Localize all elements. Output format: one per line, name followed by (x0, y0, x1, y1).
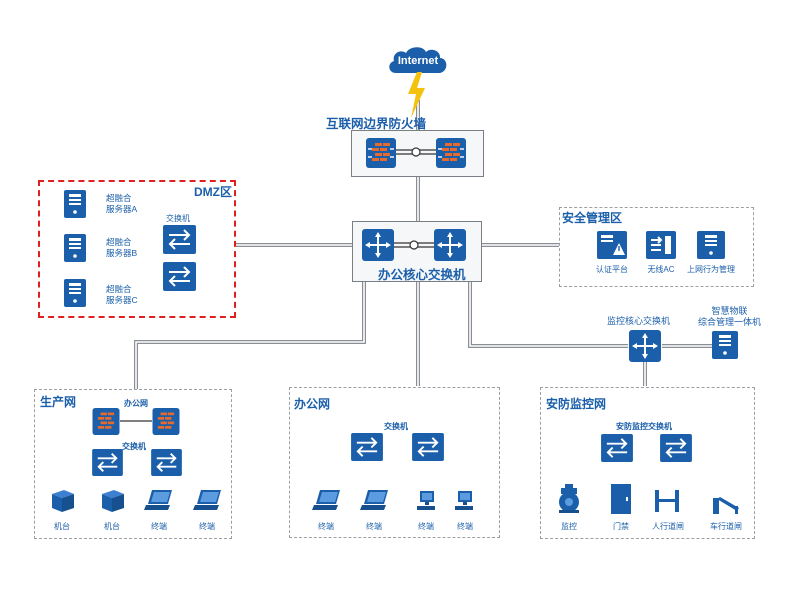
switch-icon (151, 449, 182, 476)
office-item-label: 终端 (418, 522, 434, 531)
security-item-label: 认证平台 (596, 265, 628, 274)
cloud-icon (389, 47, 447, 73)
security-monitoring-item-label: 门禁 (613, 522, 629, 531)
security-monitoring-title: 安防监控网 (546, 397, 607, 411)
firewall-icon (92, 408, 120, 435)
firewall-title: 互联网边界防火墙 (326, 117, 427, 131)
iot-label: 智慧物联 综合管理一体机 (698, 306, 762, 327)
production-item-label: 终端 (199, 522, 215, 531)
office-zone (289, 387, 500, 538)
firewall-icon (436, 138, 466, 168)
switch-icon (660, 434, 692, 462)
switch-icon (163, 225, 196, 254)
switch-icon (601, 434, 633, 462)
switch-icon (412, 433, 444, 461)
server-icon (64, 279, 86, 307)
monitor-core-label: 监控核心交换机 (607, 316, 671, 326)
switch-icon (351, 433, 383, 461)
laptop-icon (193, 490, 221, 510)
security-monitoring-item-label: 车行道闸 (710, 522, 742, 531)
production-fw-label: 办公网 (124, 399, 148, 408)
server-icon (64, 190, 86, 218)
security-title: 安全管理区 (562, 211, 623, 225)
ha-link-icon (396, 147, 436, 157)
laptop-icon (360, 490, 388, 510)
firewall-icon (152, 408, 180, 435)
security-monitoring-zone (540, 387, 755, 539)
wireless-ac-icon (646, 231, 676, 259)
server-icon (64, 234, 86, 262)
office-switch-label: 交换机 (384, 422, 408, 431)
server-label: 超融合 服务器A (106, 193, 138, 214)
desktop-icon (417, 491, 435, 510)
ha-link-icon (120, 420, 152, 422)
monitor-core-switch-icon (629, 330, 661, 362)
core-switch-icon (434, 229, 466, 261)
server-label: 超融合 服务器B (106, 237, 138, 258)
firewall-icon (366, 138, 396, 168)
production-item-label: 终端 (151, 522, 167, 531)
switch-icon (92, 449, 123, 476)
production-switch-label: 交换机 (122, 442, 146, 451)
switch-icon (163, 262, 196, 291)
machine-icon (102, 490, 124, 512)
server-icon (697, 231, 725, 259)
dmz-zone (38, 180, 236, 318)
lightning-icon (408, 72, 425, 118)
core-switch-icon (362, 229, 394, 261)
pedestrian-gate-icon (655, 490, 679, 512)
iot-server-icon (712, 331, 738, 359)
internet-label: Internet (397, 55, 439, 67)
dmz-title: DMZ区 (194, 185, 232, 199)
auth-server-icon (597, 231, 627, 259)
server-label: 超融合 服务器C (106, 284, 138, 305)
security-monitoring-item-label: 监控 (561, 522, 577, 531)
security-monitoring-item-label: 人行道闸 (652, 522, 684, 531)
security-item-label: 上网行为管理 (687, 265, 735, 274)
office-item-label: 终端 (318, 522, 334, 531)
office-item-label: 终端 (457, 522, 473, 531)
laptop-icon (144, 490, 172, 510)
machine-icon (52, 490, 74, 512)
production-item-label: 机台 (104, 522, 120, 531)
production-item-label: 机台 (54, 522, 70, 531)
access-door-icon (611, 484, 631, 514)
office-title: 办公网 (294, 397, 331, 411)
camera-icon (559, 484, 579, 513)
security-item-label: 无线AC (647, 265, 675, 274)
dmz-switch-label: 交换机 (166, 214, 190, 223)
ha-link-icon (394, 240, 434, 250)
production-zone (34, 389, 232, 539)
core-switch-title: 办公核心交换机 (378, 268, 466, 282)
production-title: 生产网 (40, 395, 77, 409)
desktop-icon (455, 491, 473, 510)
office-item-label: 终端 (366, 522, 382, 531)
laptop-icon (312, 490, 340, 510)
security-monitoring-switch-label: 安防监控交换机 (616, 422, 672, 431)
vehicle-gate-icon (713, 497, 739, 514)
